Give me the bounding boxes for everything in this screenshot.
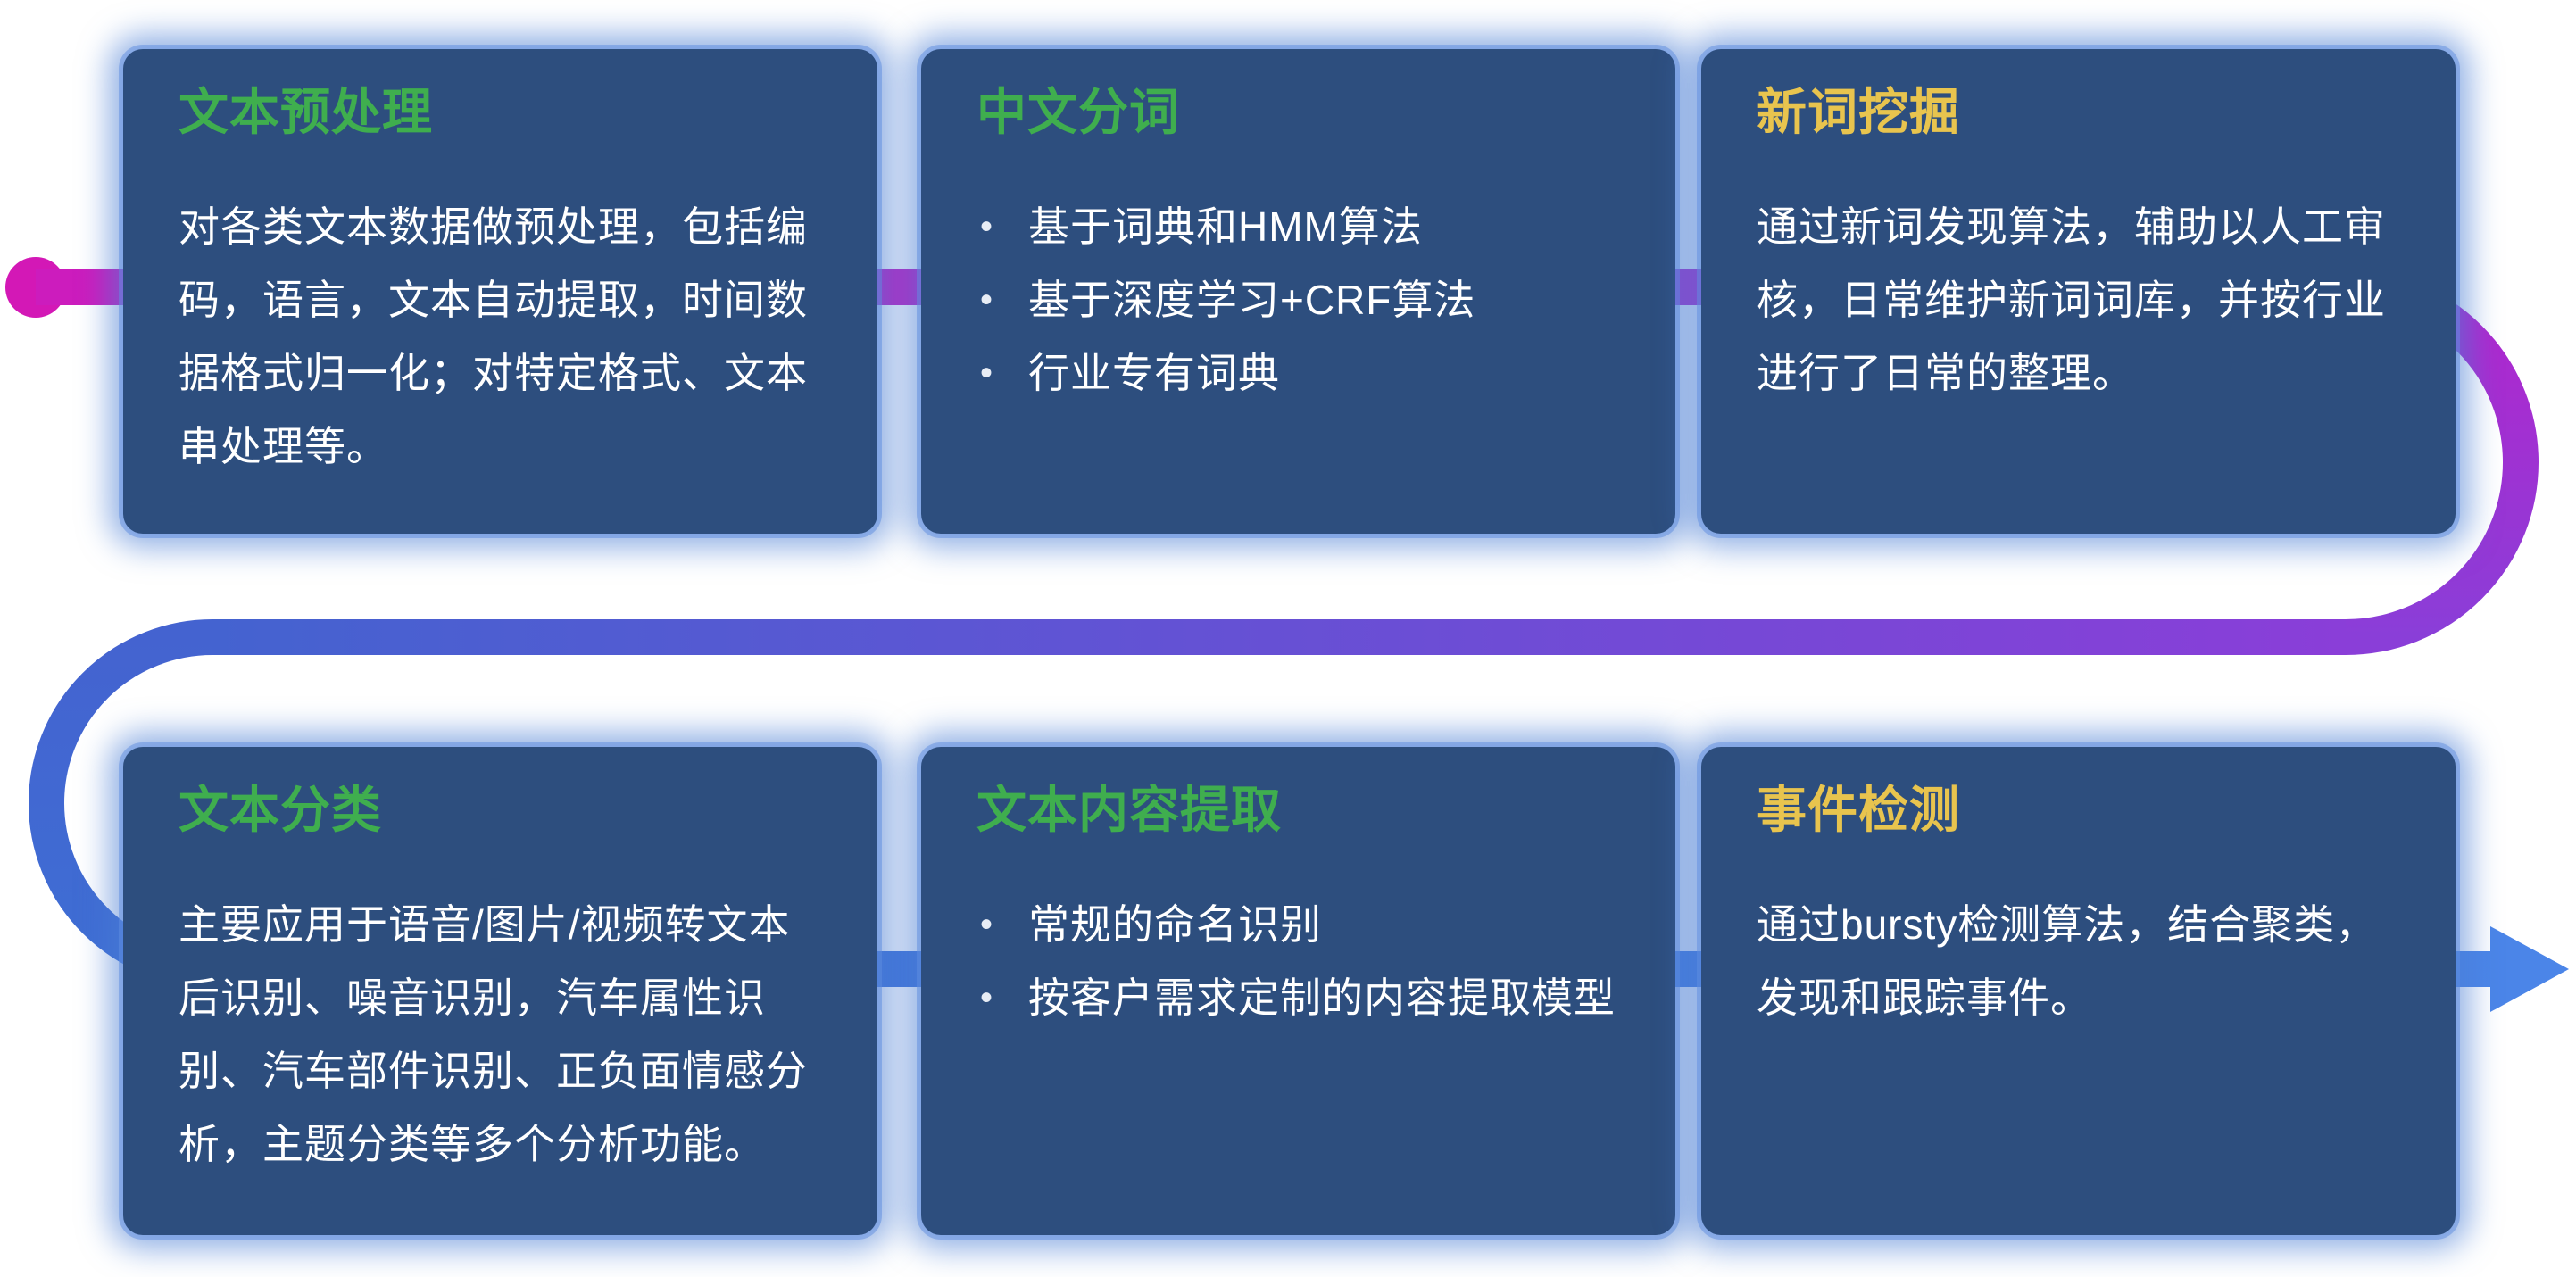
card-event-detection: 事件检测 通过bursty检测算法，结合聚类，发现和跟踪事件。	[1701, 747, 2456, 1235]
card-body: 对各类文本数据做预处理，包括编码，语言，文本自动提取，时间数据格式归一化；对特定…	[179, 203, 808, 469]
card-title: 文本分类	[179, 782, 382, 838]
card-title: 中文分词	[976, 84, 1180, 140]
card-title: 文本预处理	[179, 84, 433, 140]
card-new-word-mining: 新词挖掘 通过新词发现算法，辅助以人工审核，日常维护新词词库，并按行业进行了日常…	[1701, 49, 2456, 534]
card-body: 通过bursty检测算法，结合聚类，发现和跟踪事件。	[1757, 901, 2378, 1021]
flow-arrow-icon	[2490, 926, 2569, 1012]
card-text-classification: 文本分类 主要应用于语音/图片/视频转文本后识别、噪音识别，汽车属性识别、汽车部…	[123, 747, 877, 1235]
card-title: 文本内容提取	[976, 782, 1282, 838]
bullet-item: 按客户需求定制的内容提取模型	[976, 961, 1620, 1034]
card-body: 主要应用于语音/图片/视频转文本后识别、噪音识别，汽车属性识别、汽车部件识别、正…	[179, 901, 808, 1167]
bullet-item: 行业专有词典	[976, 336, 1620, 410]
card-body: 通过新词发现算法，辅助以人工审核，日常维护新词词库，并按行业进行了日常的整理。	[1757, 203, 2386, 396]
card-title: 事件检测	[1757, 782, 1960, 838]
bullet-item: 基于词典和HMM算法	[976, 190, 1620, 263]
card-title: 新词挖掘	[1757, 84, 1960, 140]
bullet-item: 基于深度学习+CRF算法	[976, 263, 1620, 336]
card-text-preprocessing: 文本预处理 对各类文本数据做预处理，包括编码，语言，文本自动提取，时间数据格式归…	[123, 49, 877, 534]
card-chinese-word-segmentation: 中文分词 基于词典和HMM算法 基于深度学习+CRF算法 行业专有词典	[921, 49, 1675, 534]
card-bullet-list: 常规的命名识别 按客户需求定制的内容提取模型	[976, 888, 1620, 1034]
card-text-content-extraction: 文本内容提取 常规的命名识别 按客户需求定制的内容提取模型	[921, 747, 1675, 1235]
bullet-item: 常规的命名识别	[976, 888, 1620, 961]
card-bullet-list: 基于词典和HMM算法 基于深度学习+CRF算法 行业专有词典	[976, 190, 1620, 410]
